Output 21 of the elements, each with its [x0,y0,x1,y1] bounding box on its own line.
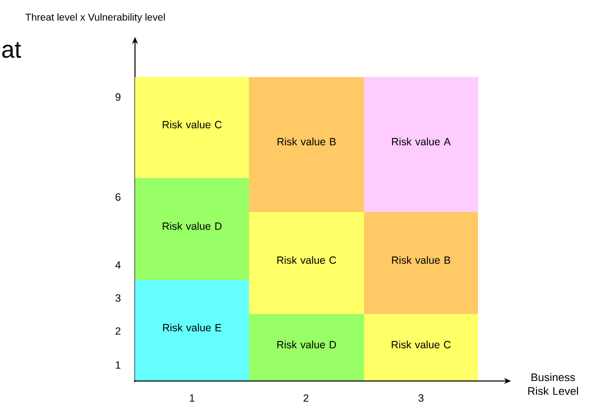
axis-title: Threat level x Vulnerability level [25,13,165,23]
tick-label: 1 [190,394,194,402]
tick-label: 6 [116,193,120,201]
risk-cell: Risk value B [249,77,364,212]
risk-cell: Risk value D [249,314,364,380]
text-fragment: at [2,42,22,58]
risk-cell: Risk value E [135,280,249,380]
tick-label: 4 [115,261,121,269]
tick-label: 1 [116,361,120,369]
tick-label: 3 [115,294,120,302]
axis-title: Business Risk Level [528,373,578,395]
risk-cell: Risk value B [364,212,478,314]
risk-cell: Risk value C [249,212,364,314]
tick-label: 3 [418,394,424,402]
tick-label: 9 [116,93,120,101]
risk-cell: Risk value C [364,314,478,380]
tick-label: 2 [116,327,120,335]
tick-label: 2 [304,394,308,402]
risk-cell: Risk value A [364,77,478,212]
risk-cell: Risk value D [135,178,249,280]
risk-cell: Risk value C [135,77,249,178]
